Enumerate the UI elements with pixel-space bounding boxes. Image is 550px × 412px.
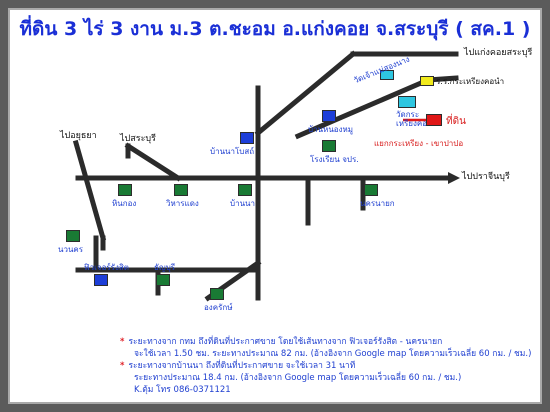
note-star-icon: * bbox=[120, 337, 125, 347]
label-wat-kradueang: วัดกระ เหรียงคอนำ bbox=[396, 110, 438, 128]
label-school: ร.ร.กระเหรียงคอนำ bbox=[436, 77, 505, 86]
note-star-icon: * bbox=[120, 361, 125, 371]
wat-kradueang-marker bbox=[398, 96, 416, 108]
label-hin-kong: หินกอง bbox=[112, 199, 137, 208]
label-land: ที่ดิน bbox=[446, 116, 466, 127]
road-segment bbox=[254, 50, 357, 137]
road-segment bbox=[124, 142, 182, 182]
label-wihan-daeng: วิหารแดง bbox=[166, 199, 199, 208]
nakhon-marker bbox=[66, 230, 80, 242]
wihan-daeng-marker bbox=[174, 184, 188, 196]
note-line-4: ระยะทางประมาณ 18.4 กม. (อ้างอิงจาก Googl… bbox=[134, 373, 462, 383]
contact-info: K.ตุ้ม โทร 086-0371121 bbox=[134, 385, 231, 395]
label-to-ayutthaya: ไปอยุธยา bbox=[60, 131, 97, 141]
label-nong-mu: บ้านหนองหมู bbox=[308, 125, 354, 134]
future-rangsit-marker bbox=[94, 274, 108, 286]
nakhon-nayok-marker bbox=[364, 184, 378, 196]
label-ban-na-bot: บ้านนาโบสถ์ bbox=[210, 147, 255, 156]
label-ongkharak: องครักษ์ bbox=[204, 303, 233, 312]
label-nakhon: นวนคร bbox=[58, 245, 84, 254]
ban-na-bot-marker bbox=[240, 132, 254, 144]
label-to-prachinburi: ไปปราจีนบุรี bbox=[462, 172, 510, 182]
note-line-2: จะใช้เวลา 1.50 ชม. ระยะทางประมาณ 82 กม. … bbox=[134, 349, 532, 359]
road-segment bbox=[72, 139, 107, 242]
wat-chaomae-marker bbox=[380, 70, 394, 80]
note-line-1: *ระยะทางจาก กทม ถึงที่ดินที่ประกาศขาย โด… bbox=[120, 337, 443, 347]
label-junction: แยกกระเหรียง - เขาปาปอ bbox=[374, 139, 464, 148]
thanyaburi-marker bbox=[156, 274, 170, 286]
label-chonburi-school: โรงเรียน จปร. bbox=[310, 155, 359, 164]
page-title: ที่ดิน 3 ไร่ 3 งาน ม.3 ต.ชะอม อ.แก่งคอย … bbox=[19, 18, 531, 40]
label-to-kaengkhoi: ไปแก่งคอยสระบุรี bbox=[464, 48, 533, 58]
road-arrow bbox=[448, 172, 460, 184]
label-to-saraburi: ไปสระบุรี bbox=[120, 134, 156, 144]
label-future-rangsit: ฟิวเจอร์รังสิต bbox=[84, 263, 129, 272]
nong-mu-marker bbox=[322, 110, 336, 122]
label-ban-na: บ้านนา bbox=[230, 199, 255, 208]
label-thanyaburi: ธัญบุรี bbox=[154, 263, 176, 272]
road-segment bbox=[294, 76, 432, 140]
school-marker bbox=[420, 76, 434, 86]
label-nakhon-nayok: นครนายก bbox=[360, 199, 395, 208]
ongkharak-marker bbox=[210, 288, 224, 300]
travel-notes: *ระยะทางจาก กทม ถึงที่ดินที่ประกาศขาย โด… bbox=[120, 336, 531, 396]
land-marker[interactable] bbox=[426, 114, 442, 126]
chonburi-school-marker bbox=[322, 140, 336, 152]
ban-na-marker bbox=[238, 184, 252, 196]
hin-kong-marker bbox=[118, 184, 132, 196]
note-line-3: *ระยะทางจากบ้านนา ถึงที่ดินที่ประกาศขาย … bbox=[120, 361, 356, 371]
